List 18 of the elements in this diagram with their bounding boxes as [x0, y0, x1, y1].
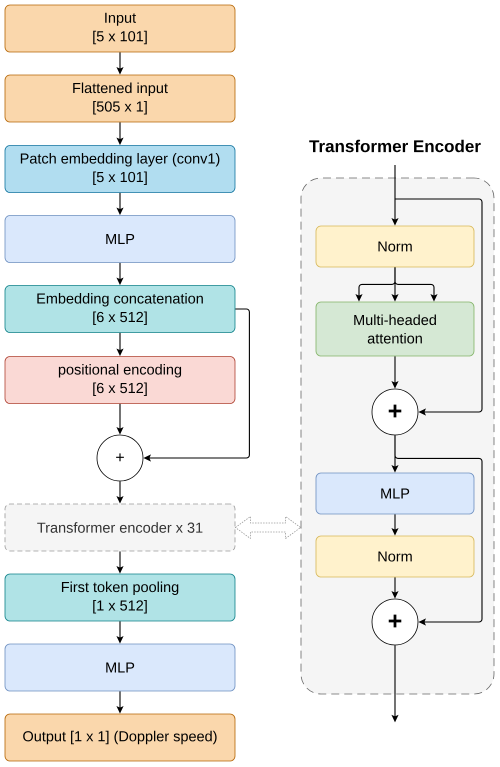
encoder-box: Transformer encoder x 31	[4, 504, 236, 552]
process-box: Embedding concatenation [6 x 512]	[4, 285, 236, 333]
skip-arrow	[395, 198, 483, 416]
process-box: First token pooling [1 x 512]	[4, 574, 236, 622]
process-box: Input [5 x 101]	[4, 4, 236, 52]
process-box: Norm	[316, 536, 474, 578]
process-box: Multi-headed attention	[316, 302, 474, 356]
process-box: Flattened input [505 x 1]	[4, 74, 236, 122]
process-box: Norm	[316, 226, 474, 268]
process-box: positional encoding [6 x 512]	[4, 356, 236, 404]
process-box: Patch embedding layer (conv1) [5 x 101]	[4, 145, 236, 193]
process-box: MLP	[4, 215, 236, 263]
process-box: Output [1 x 1] (Doppler speed)	[4, 714, 236, 762]
process-box: MLP	[4, 644, 236, 692]
skip-arrow	[394, 435, 483, 626]
panel-title: Transformer Encoder	[309, 140, 481, 152]
double-arrow	[235, 516, 301, 539]
process-box: MLP	[316, 472, 474, 514]
